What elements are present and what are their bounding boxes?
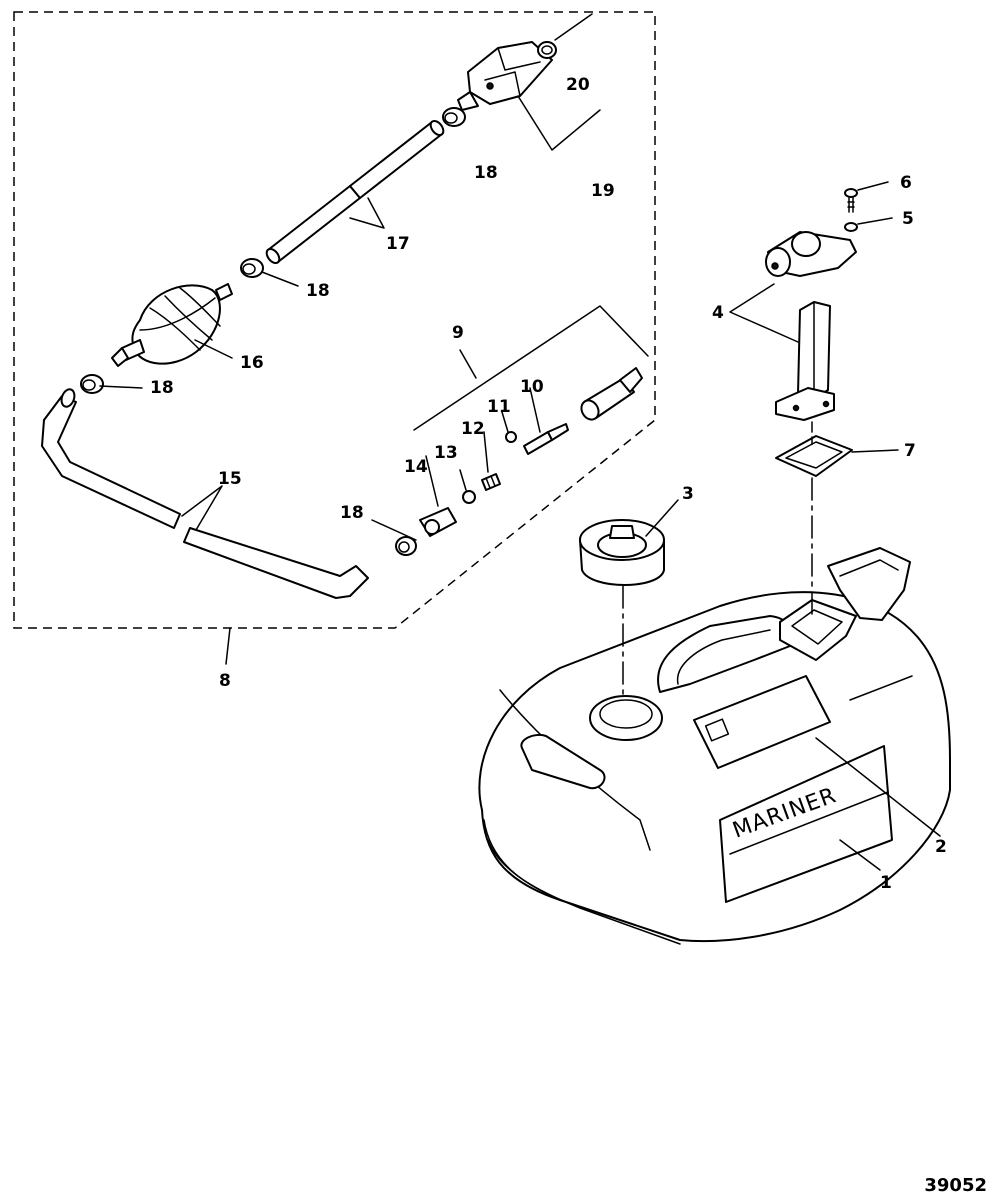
hose-clamp-icon-top — [442, 107, 466, 127]
gasket-icon — [775, 435, 853, 477]
fuel-gauge-pickup-icon — [765, 231, 857, 421]
hose-tank-side-icon — [41, 388, 369, 599]
connector-o-ring-icon — [537, 41, 557, 59]
spring-icon — [481, 473, 501, 491]
callout-11: 11 — [487, 397, 511, 417]
screw-icon — [844, 188, 858, 213]
callout-6: 6 — [900, 173, 912, 193]
callout-2: 2 — [935, 837, 947, 857]
callout-12: 12 — [461, 419, 485, 439]
callout-17: 17 — [386, 234, 410, 254]
callout-3: 3 — [682, 484, 694, 504]
callout-10: 10 — [520, 377, 544, 397]
leader-lines — [99, 13, 941, 871]
filler-cap-icon — [579, 519, 665, 586]
primer-bulb-icon — [111, 283, 233, 367]
callout-18-bottom: 18 — [340, 503, 364, 523]
engine-connector-icon — [457, 41, 553, 111]
hose-clamp-icon-lower-left — [80, 374, 104, 394]
figure-number: 39052 — [924, 1175, 987, 1196]
callout-18-lower-left: 18 — [150, 378, 174, 398]
hose-clamp-icon-upper-mid — [240, 258, 264, 278]
callout-19: 19 — [591, 181, 615, 201]
callout-16: 16 — [240, 353, 264, 373]
callout-8: 8 — [219, 671, 231, 691]
hose-clamp-icon-bottom — [395, 536, 417, 556]
callout-9: 9 — [452, 323, 464, 343]
callout-13: 13 — [434, 443, 458, 463]
fuel-line-assembly-boundary — [13, 11, 656, 629]
fitting-icon — [419, 507, 457, 537]
callout-5: 5 — [902, 209, 914, 229]
callout-4: 4 — [712, 303, 724, 323]
ball-icon — [462, 490, 476, 504]
callout-15: 15 — [218, 469, 242, 489]
callout-18-top: 18 — [474, 163, 498, 183]
connector-valve-icon — [523, 423, 569, 455]
fuel-tank-icon — [478, 547, 951, 945]
callout-18-upper-mid: 18 — [306, 281, 330, 301]
callout-1: 1 — [880, 873, 892, 893]
tank-connector-icon — [580, 367, 643, 421]
hose-engine-side-icon — [265, 119, 445, 265]
callout-14: 14 — [404, 457, 428, 477]
o-ring-icon — [505, 431, 517, 443]
callout-7: 7 — [904, 441, 916, 461]
callout-20: 20 — [566, 75, 590, 95]
washer-icon — [844, 222, 858, 232]
